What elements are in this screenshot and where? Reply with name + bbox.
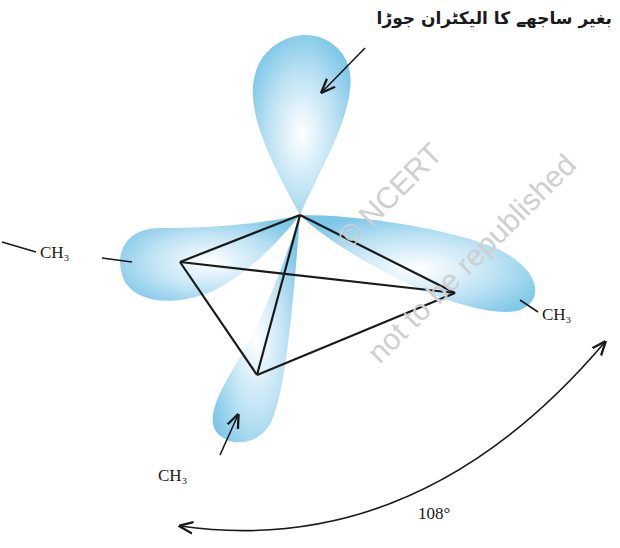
leader-lines [2,48,605,531]
group-label: CH₃ [542,305,572,325]
angle-label: 108° [415,504,453,524]
group-label: CH₃ [40,243,70,263]
group-label: CH₃ [158,466,188,486]
callout-label: بغیر ساجھے کا الیکٹران جوڑا [377,8,612,28]
bond-lobe [120,215,300,301]
lone-pair-lobe [253,35,351,215]
